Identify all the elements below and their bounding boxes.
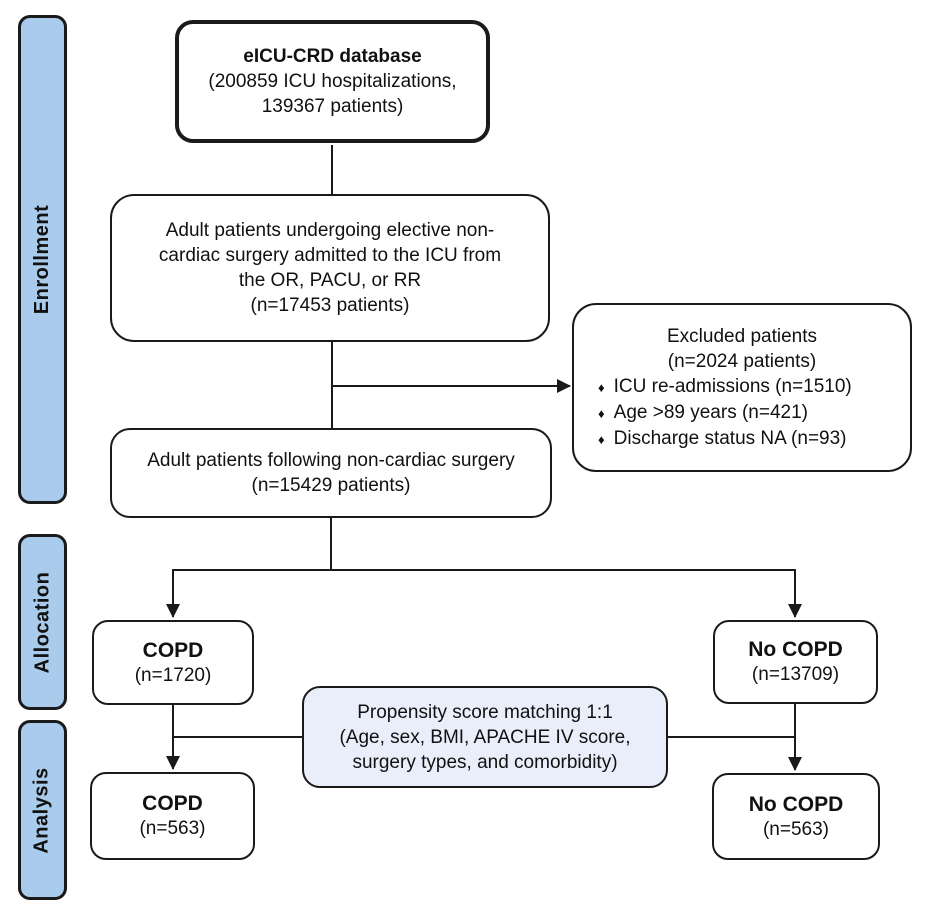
nocopd-allocation-title: No COPD [748,638,843,661]
eligible-line: Adult patients undergoing elective non- [165,220,495,241]
nocopd-allocation-n: (n=13709) [751,664,840,685]
eligible-line: cardiac surgery admitted to the ICU from [158,245,502,266]
stage-bar-analysis: Analysis [18,720,67,900]
excluded-list: ♦ ICU re-admissions (n=1510) ♦ Age >89 y… [598,374,910,452]
eligible-line: the OR, PACU, or RR [238,270,422,291]
excluded-item: ♦ ICU re-admissions (n=1510) [598,374,910,400]
database-box: eICU-CRD database (200859 ICU hospitaliz… [175,20,490,143]
matching-line: (Age, sex, BMI, APACHE IV score, [339,726,631,748]
eligible-patients-box: Adult patients undergoing elective non- … [110,194,550,342]
matching-line: Propensity score matching 1:1 [357,701,613,723]
stage-bar-allocation: Allocation [18,534,67,710]
nocopd-analysis-n: (n=563) [762,818,830,840]
nocopd-analysis-box: No COPD (n=563) [712,773,880,860]
copd-analysis-n: (n=563) [139,818,206,839]
excluded-item-text: ICU re-admissions (n=1510) [613,375,852,397]
surgery-patients-box: Adult patients following non-cardiac sur… [110,428,552,518]
connector-split-to-copd-arrow [166,569,331,618]
stage-label-enrollment: Enrollment [31,204,54,315]
nocopd-analysis-title: No COPD [748,792,844,816]
database-title: eICU-CRD database [243,46,422,67]
copd-analysis-title: COPD [142,792,203,815]
excluded-patients-box: Excluded patients (n=2024 patients) ♦ IC… [572,303,912,472]
surgery-line: (n=15429 patients) [251,475,411,496]
excluded-header-line: Excluded patients [667,325,817,347]
copd-analysis-box: COPD (n=563) [90,772,255,860]
diamond-bullet-icon: ♦ [598,379,605,395]
excluded-header-line: (n=2024 patients) [667,350,817,372]
excluded-item-text: Discharge status NA (n=93) [613,427,847,449]
surgery-line: Adult patients following non-cardiac sur… [147,450,515,471]
diamond-bullet-icon: ♦ [598,431,605,447]
excluded-item-text: Age >89 years (n=421) [613,401,808,423]
connector-split-to-nocopd-arrow [331,569,802,618]
copd-allocation-box: COPD (n=1720) [92,620,254,705]
excluded-item: ♦ Age >89 years (n=421) [598,400,910,426]
matching-line: surgery types, and comorbidity) [352,751,618,773]
nocopd-allocation-box: No COPD (n=13709) [713,620,878,704]
database-line: (200859 ICU hospitalizations, [208,71,457,92]
eligible-line: (n=17453 patients) [250,295,410,316]
stage-label-allocation: Allocation [31,571,54,673]
propensity-matching-box: Propensity score matching 1:1 (Age, sex,… [302,686,668,788]
copd-allocation-n: (n=1720) [134,664,212,686]
database-line: 139367 patients) [261,96,404,117]
stage-label-analysis: Analysis [31,766,54,854]
copd-allocation-title: COPD [142,638,204,662]
excluded-item: ♦ Discharge status NA (n=93) [598,426,910,452]
diamond-bullet-icon: ♦ [598,405,605,421]
stage-bar-enrollment: Enrollment [18,15,67,504]
